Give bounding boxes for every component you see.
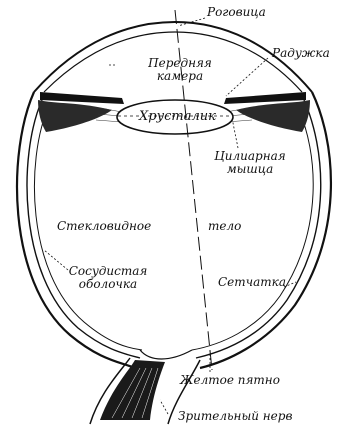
ciliary-body-left: [38, 100, 112, 132]
label-ciliary-muscle-line2: мышца: [212, 163, 288, 176]
label-vitreous-part1: Стекловидное: [57, 220, 151, 233]
label-vitreous-part2: тело: [208, 220, 241, 233]
ciliary-body-right: [236, 100, 310, 132]
label-retina: Сетчатка: [218, 276, 286, 289]
label-anterior-chamber-line2: камера: [140, 70, 220, 83]
label-macula: Желтое пятно: [180, 374, 280, 387]
label-choroid: Сосудистая оболочка: [66, 265, 150, 291]
label-iris: Радужка: [272, 47, 330, 60]
optic-nerve: [100, 360, 165, 420]
label-optic-nerve: Зрительный нерв: [178, 410, 292, 423]
iris-right: [224, 92, 306, 104]
optic-disc: [140, 350, 192, 359]
label-ciliary-muscle: Цилиарная мышца: [212, 150, 288, 176]
label-lens: Хрусталик: [139, 110, 216, 123]
label-cornea: Роговица: [207, 6, 266, 19]
label-anterior-chamber: Передняя камера: [140, 57, 220, 83]
label-choroid-line2: оболочка: [66, 278, 150, 291]
